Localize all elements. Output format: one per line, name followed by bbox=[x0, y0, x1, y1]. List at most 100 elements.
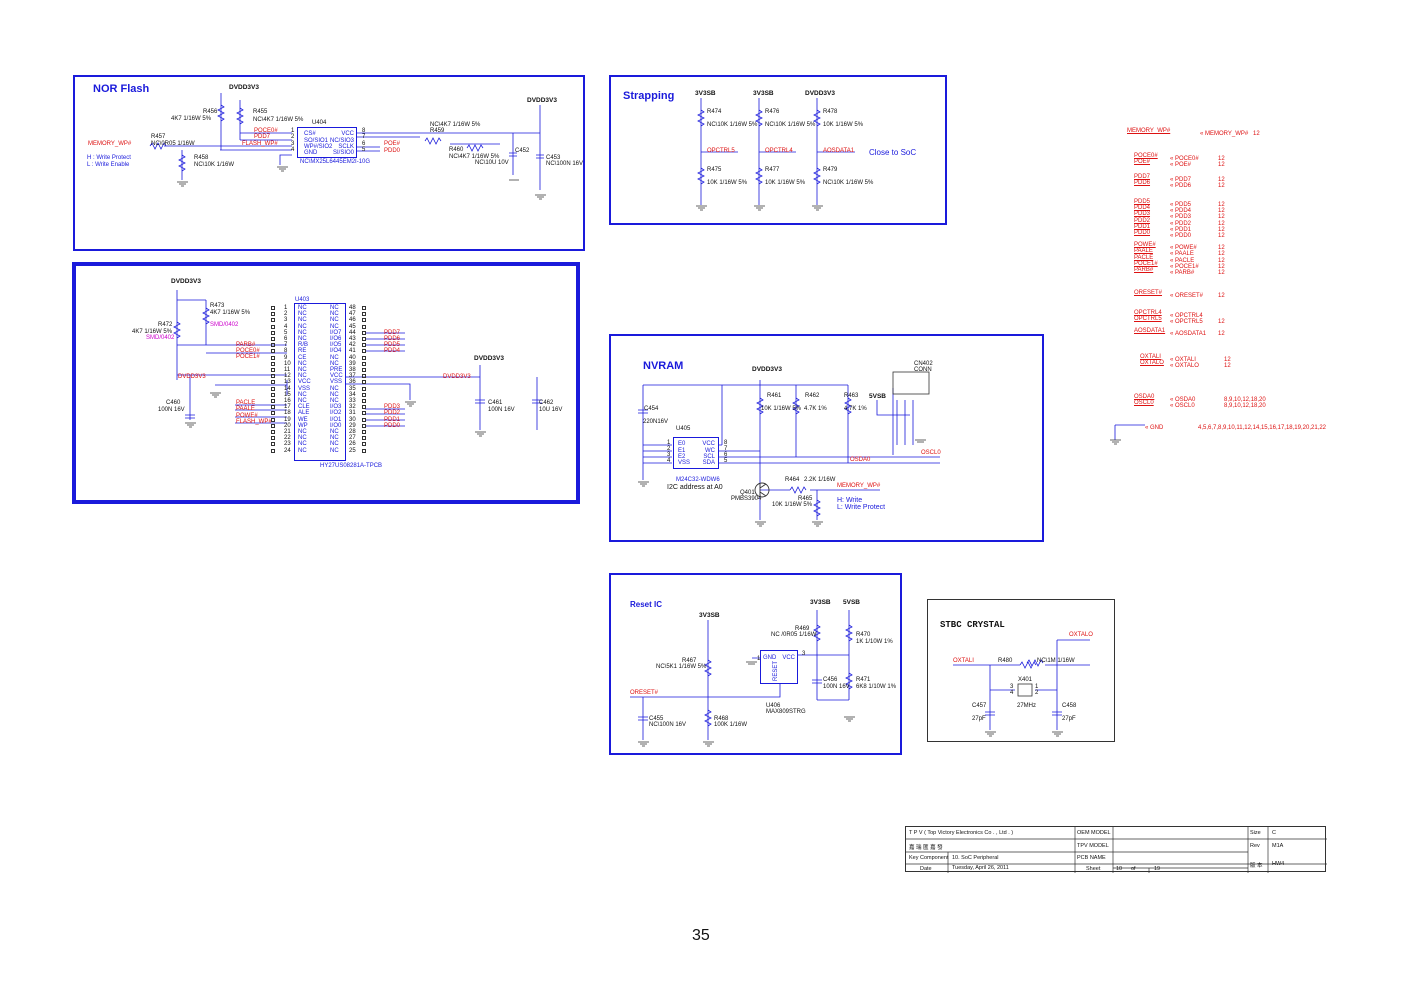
port-sheet-ref: 12 bbox=[1218, 177, 1225, 183]
value-label: 10K 1/16W 5% bbox=[823, 122, 864, 128]
value-label: CONN bbox=[914, 367, 932, 373]
pin-number: 1 bbox=[284, 305, 288, 311]
port-arrow-icon: « bbox=[1170, 264, 1174, 270]
power-label: 3V3SB bbox=[699, 612, 720, 619]
reset-ic-block bbox=[609, 573, 902, 755]
port-net-label: PDD4 bbox=[1134, 205, 1151, 211]
pin-pad bbox=[362, 380, 366, 385]
net-label: PARB# bbox=[236, 342, 256, 348]
port-arrow-icon: « bbox=[1145, 425, 1149, 431]
pin-number: 5 bbox=[362, 147, 366, 153]
pin-number: 4 bbox=[291, 147, 295, 153]
pin-pad bbox=[362, 417, 366, 422]
pin-number: 44 bbox=[349, 329, 356, 336]
pin-number: 36 bbox=[349, 379, 356, 386]
value-label: 100N 16V bbox=[823, 684, 850, 690]
pin-pad bbox=[362, 442, 366, 447]
net-label: FLASH_WP# bbox=[242, 141, 278, 147]
value-label: 10U 16V bbox=[539, 407, 563, 413]
pin-name: ALE bbox=[298, 410, 310, 417]
pin-pad bbox=[271, 312, 275, 317]
sheet-label: Sheet bbox=[1086, 866, 1101, 872]
net-label: FLASH_WP# bbox=[236, 419, 272, 425]
pin-pad bbox=[271, 330, 275, 335]
power-label: 3V3SB bbox=[695, 90, 716, 97]
pin-pad bbox=[362, 324, 366, 329]
net-label: ORESET# bbox=[630, 690, 659, 696]
pin-pad bbox=[362, 399, 366, 403]
port-net-label: ORESET# bbox=[1134, 290, 1163, 296]
port-net-label: PACLE bbox=[1134, 255, 1154, 261]
pin-number: 5 bbox=[724, 458, 728, 464]
pin-pad bbox=[271, 355, 275, 360]
pin-number: 7 bbox=[284, 342, 288, 349]
crystal-block bbox=[927, 599, 1115, 742]
port-arrow-icon: « bbox=[1170, 156, 1174, 162]
pin-pad bbox=[271, 448, 275, 453]
pin-name: NC bbox=[298, 311, 307, 318]
net-label: MEMORY_WP# bbox=[88, 141, 132, 147]
port-name: POWE# bbox=[1175, 245, 1197, 251]
port-net-label: PDD7 bbox=[1134, 174, 1151, 180]
title-block: T P V ( Top Victory Electronics Co . , L… bbox=[905, 826, 1327, 873]
sheet-number: 10 bbox=[1116, 866, 1123, 872]
pin-name: NC bbox=[330, 305, 339, 311]
pcb-name-label: PCB NAME bbox=[1077, 855, 1106, 861]
pin-number: 43 bbox=[349, 336, 356, 342]
ref-label: R479 bbox=[823, 167, 838, 173]
pin-number: 3 bbox=[802, 651, 806, 657]
port-arrow-icon: « bbox=[1170, 245, 1174, 251]
port-net-label: MEMORY_WP# bbox=[1127, 128, 1171, 134]
value-label: 100N 16V bbox=[488, 407, 515, 413]
value-label: NC\100N 16V bbox=[649, 722, 687, 728]
port-name: PDD2 bbox=[1175, 221, 1192, 227]
ref-label: R462 bbox=[805, 393, 820, 399]
power-label: DVDD3V3 bbox=[527, 97, 557, 104]
pin-number: 21 bbox=[284, 429, 291, 435]
pin-pad bbox=[362, 374, 366, 379]
pin-pad bbox=[362, 411, 366, 416]
pin-name: WP#/SIO2 bbox=[304, 144, 333, 150]
ref-label: C454 bbox=[644, 406, 659, 412]
ref-label: R471 bbox=[856, 677, 871, 683]
pin-number: 29 bbox=[349, 422, 356, 429]
port-arrow-icon: « bbox=[1170, 357, 1174, 363]
pin-number: 4 bbox=[667, 458, 671, 464]
pin-number: 46 bbox=[349, 317, 356, 324]
pin-number: 33 bbox=[349, 398, 356, 404]
pin-number: 48 bbox=[349, 305, 356, 311]
net-label: POE# bbox=[384, 141, 401, 147]
pin-name: I/O3 bbox=[330, 404, 342, 411]
pin-number: 3 bbox=[291, 141, 295, 147]
ref-label: R470 bbox=[856, 632, 871, 638]
port-sheet-ref: 12 bbox=[1218, 270, 1225, 276]
pin-number: 15 bbox=[284, 391, 291, 398]
port-sheet-ref: 8,9,10,12,18,20 bbox=[1224, 403, 1266, 409]
pin-number: 16 bbox=[284, 398, 291, 404]
pin-number: 17 bbox=[284, 404, 291, 411]
pin-number: 3 bbox=[1010, 684, 1014, 690]
power-label: DVDD3V3 bbox=[171, 278, 201, 285]
pin-number: 47 bbox=[349, 311, 356, 318]
net-label: PACLE bbox=[236, 400, 256, 406]
pin-pad bbox=[362, 343, 366, 348]
net-label: AOSDATA1 bbox=[823, 148, 855, 154]
net-label: DVDD3V3 bbox=[178, 374, 206, 380]
pin-name: NC bbox=[298, 429, 307, 435]
port-arrow-icon: « bbox=[1170, 363, 1174, 369]
pin-number: 8 bbox=[724, 440, 728, 446]
nvram-title: NVRAM bbox=[643, 360, 684, 372]
value-label: 2.2K 1/16W bbox=[804, 477, 836, 483]
port-sheet-ref: 12 bbox=[1218, 214, 1225, 220]
version-value: HW4 bbox=[1272, 861, 1285, 867]
oem-model-label: OEM MODEL bbox=[1077, 830, 1111, 836]
pin-number: 42 bbox=[349, 342, 356, 349]
port-arrow-icon: « bbox=[1200, 131, 1204, 137]
net-label: POCE0# bbox=[236, 348, 260, 354]
ref-label: C452 bbox=[515, 148, 530, 154]
value-label: NC\4K7 1/16W 5% bbox=[430, 122, 481, 128]
pin-pad bbox=[271, 337, 275, 341]
ref-label: R480 bbox=[998, 658, 1013, 664]
port-net-label: OPCTRL5 bbox=[1134, 316, 1162, 322]
